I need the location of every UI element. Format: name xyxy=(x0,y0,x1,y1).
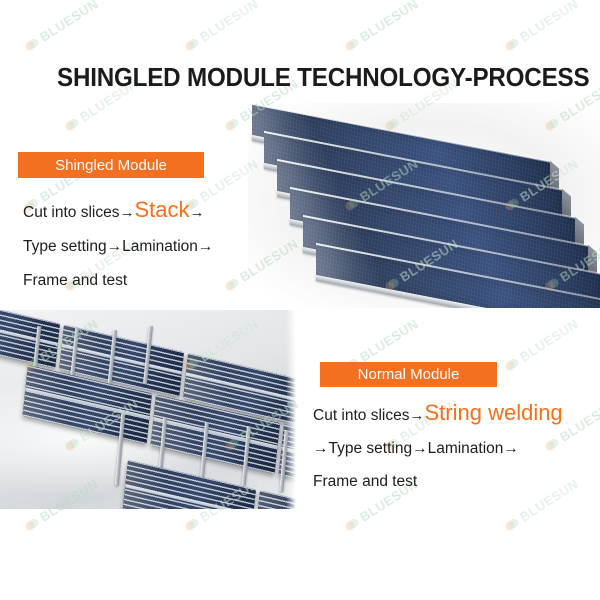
step-text: Cut into slices xyxy=(23,204,120,221)
arrow-glyph: → xyxy=(119,204,135,221)
watermark-text: BLUESUN xyxy=(357,316,421,365)
bluesun-dots-logo-icon xyxy=(343,516,362,533)
bluesun-dots-logo-icon xyxy=(223,276,242,293)
shingled-module-photo xyxy=(248,103,600,308)
shingled-process-steps: Cut into slices→Stack→ Type setting→Lami… xyxy=(23,199,213,306)
watermark-text: BLUESUN xyxy=(517,0,581,45)
bluesun-dots-logo-icon xyxy=(503,516,522,533)
process-line: Frame and test xyxy=(23,271,128,289)
bluesun-dots-logo-icon xyxy=(343,36,362,53)
watermark-text: BLUESUN xyxy=(517,316,581,365)
step-highlight: String welding xyxy=(424,400,563,425)
watermark: BLUESUN xyxy=(22,0,101,55)
bluesun-dots-logo-icon xyxy=(183,516,202,533)
photo-edge-fade xyxy=(286,310,296,509)
process-line: Type setting→Lamination→ xyxy=(23,238,214,255)
shingled-module-badge: Shingled Module xyxy=(18,152,204,178)
watermark: BLUESUN xyxy=(182,0,261,55)
step-text: Cut into slices xyxy=(313,407,410,424)
process-line: Cut into slices→String welding xyxy=(313,402,563,424)
process-line: Cut into slices→Stack→ xyxy=(23,199,213,221)
watermark: BLUESUN xyxy=(502,316,581,375)
watermark-text: BLUESUN xyxy=(557,396,600,445)
bluesun-dots-logo-icon xyxy=(23,516,42,533)
bluesun-dots-logo-icon xyxy=(223,116,242,133)
watermark: BLUESUN xyxy=(502,0,581,55)
bluesun-dots-logo-icon xyxy=(23,36,42,53)
arrow-glyph: → xyxy=(189,204,205,221)
process-line: →Type setting→Lamination→ xyxy=(313,440,519,457)
bluesun-dots-logo-icon xyxy=(63,116,82,133)
bluesun-dots-logo-icon xyxy=(503,36,522,53)
normal-process-steps: Cut into slices→String welding →Type set… xyxy=(313,402,563,506)
watermark-text: BLUESUN xyxy=(357,0,421,45)
page-title: SHINGLED MODULE TECHNOLOGY-PROCESS xyxy=(57,62,590,92)
step-highlight: Stack xyxy=(134,197,190,222)
bluesun-dots-logo-icon xyxy=(503,356,522,373)
watermark: BLUESUN xyxy=(342,0,421,55)
process-line: Frame and test xyxy=(313,472,418,490)
normal-module-badge: Normal Module xyxy=(320,362,497,387)
watermark-text: BLUESUN xyxy=(37,0,101,45)
arrow-glyph: → xyxy=(409,407,425,424)
normal-module-photo xyxy=(0,310,296,509)
watermark-text: BLUESUN xyxy=(197,0,261,45)
bluesun-dots-logo-icon xyxy=(183,36,202,53)
